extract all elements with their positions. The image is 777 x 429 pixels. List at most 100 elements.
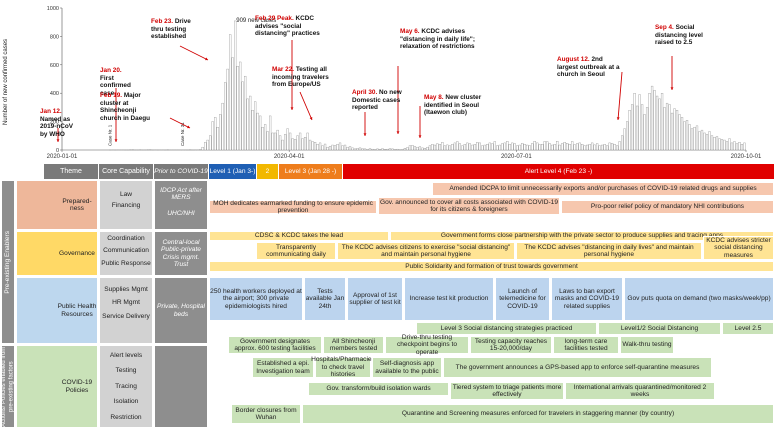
bar [266,131,269,151]
bar [723,139,726,151]
bar [353,148,357,151]
annotation-sep4: Sep 4. Social distancing level raised to… [655,24,703,47]
bar [488,142,491,151]
bar [448,145,451,151]
bar [453,142,456,151]
bar [611,143,614,151]
annotation-may8: May 8. New cluster identified in Seoul (… [424,94,482,117]
bar [368,148,372,151]
bar [234,20,237,151]
bar [328,145,332,151]
bar [421,147,424,151]
bar [471,144,474,151]
bar [376,148,379,151]
annotation-arrow [299,91,313,121]
bar [665,102,669,151]
bar [668,104,671,151]
bar [548,143,551,151]
bar [246,98,249,151]
bar [553,144,556,151]
bar [675,110,679,151]
cell-tiered-system: Tiered system to triage patients more ef… [450,382,564,400]
bar [436,143,439,151]
bar [393,149,397,151]
bar [378,149,382,151]
bar [338,142,342,151]
bar [591,142,594,151]
bar [229,34,232,151]
cell-quarantine-screening: Quarantine and Screening measures enforc… [302,404,774,424]
annotation-may6: May 6. KCDC advises "distancing in daily… [400,28,475,51]
arrow-head [114,139,118,142]
bar [703,132,706,151]
bar [730,142,734,151]
bar [276,129,279,151]
bar [331,144,334,151]
x-tick-label: 2020-07-01 [501,154,532,160]
bar [593,144,596,151]
bar [521,143,524,151]
header-level1: Level 1 (Jan 3-) [209,164,256,179]
bar [713,137,716,151]
bar [743,142,746,151]
bar [426,146,429,151]
cell-approval: Approval of 1st supplier of test kit [347,277,403,321]
bar [561,143,564,151]
cell-international-arrivals: International arrivals quarantined/monit… [565,382,715,400]
bar [249,95,252,151]
bar [725,141,729,151]
bar [650,85,654,151]
bar [735,143,739,151]
cell-self-diagnosis-app: Self-diagnosis app available to the publ… [372,357,442,378]
arrow-head [309,117,313,120]
bar [239,61,242,151]
theme-covid-policies: COVID-19 Policies [16,345,98,428]
bar [293,139,297,151]
bar [259,115,262,151]
bar [663,107,666,151]
bar [456,141,459,151]
bar [264,124,267,151]
bar [211,121,214,151]
bar [466,142,469,151]
annotation-aug12: August 12. 2nd largest outbreak at a chu… [557,56,620,79]
bar [695,125,699,151]
arrow-head [187,125,190,129]
bar [606,145,609,151]
core-governance: Coordination Communication Public Respon… [99,231,153,276]
bar [381,148,384,151]
bar [601,144,604,151]
bar [700,129,704,151]
bar [526,144,529,151]
bar [336,144,339,151]
bar [279,135,282,151]
bar [603,144,606,151]
bar [638,94,641,151]
bar [531,143,534,151]
bar [301,138,304,151]
y-tick-label: 200 [50,120,59,126]
x-tick-label: 2020-01-01 [47,154,78,160]
bar [586,144,589,151]
bar [351,147,354,151]
bar [326,146,329,151]
bar [538,144,541,151]
bar [363,148,367,151]
arrow-head [418,135,422,138]
bar [221,102,224,151]
cell-cdsc-kcdc: CDSC & KCDC takes the lead [209,231,389,241]
y-tick-label: 1000 [47,6,59,12]
bar [356,148,359,151]
bar [256,112,259,151]
bar [516,145,519,151]
theme-public-health: Public Health Resources [16,277,98,344]
y-tick-label: 600 [50,63,59,69]
cell-hospitals-pharmacies: Hospitals/Pharmacies to check travel his… [311,356,375,379]
bar [433,144,437,151]
bar [286,128,289,151]
bar [616,145,619,151]
bar [348,146,352,151]
bar [583,145,586,151]
core-covid-policies: Alert levels Testing Tracing Isolation R… [99,345,153,428]
bar [254,101,257,151]
